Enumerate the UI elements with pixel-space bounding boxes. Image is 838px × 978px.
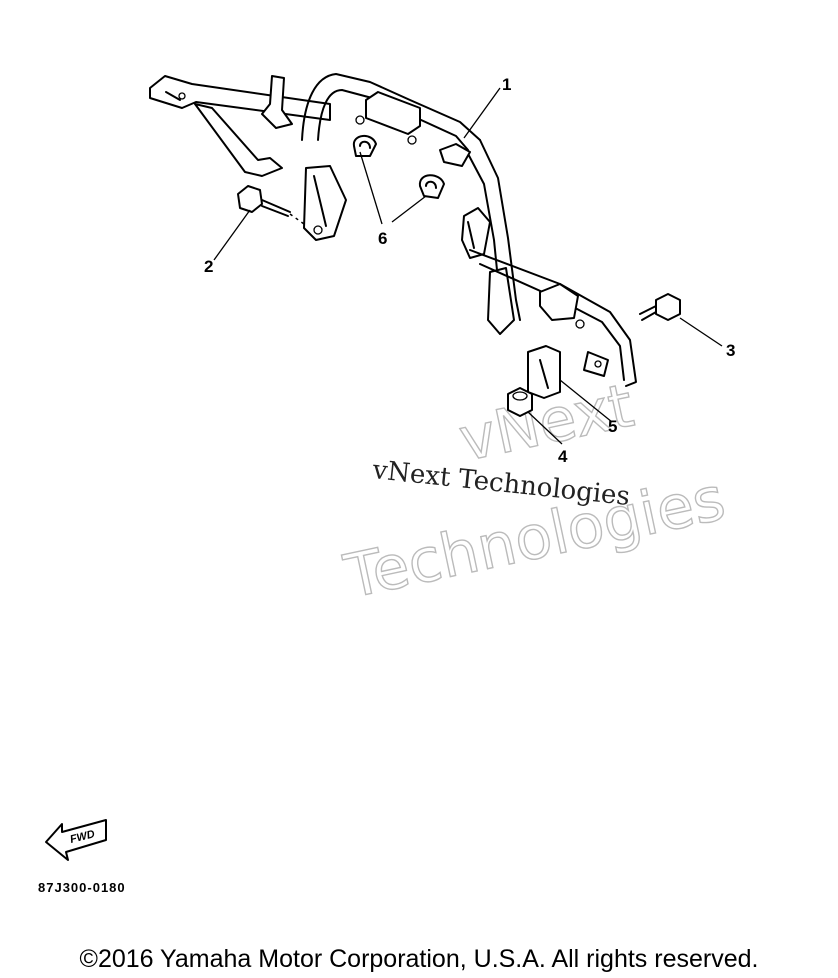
leader-6a [359,151,383,225]
fwd-label: FWD [69,828,96,846]
diagram-part-code: 87J300-0180 [38,880,126,895]
callout-3: 3 [726,341,735,360]
leader-lines [213,87,723,445]
callout-1: 1 [502,75,511,94]
leader-1 [463,87,501,139]
bolt-part-3 [639,293,681,321]
leader-6b [391,195,427,223]
leader-3 [679,317,723,347]
clip-part-6-lower [418,174,445,199]
leader-4 [527,411,563,445]
nut-part-4 [507,387,533,417]
fwd-arrow-icon: FWD [45,819,107,861]
copyright-notice: ©2016 Yamaha Motor Corporation, U.S.A. A… [79,945,759,973]
callout-6: 6 [378,229,387,248]
callout-5: 5 [608,417,617,436]
bracket-frame-part-1 [149,73,637,387]
leader-2 [213,209,251,261]
callout-4: 4 [558,447,568,466]
clip-part-6-upper [352,135,377,157]
callout-2: 2 [204,257,213,276]
retainer-part-5 [527,345,561,399]
bolt-part-2 [237,185,305,225]
leader-5 [559,379,613,423]
